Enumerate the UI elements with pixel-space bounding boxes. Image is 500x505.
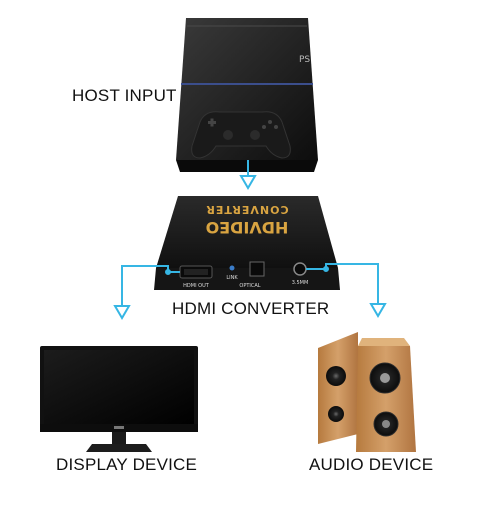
arrow-host-to-converter: [239, 160, 257, 190]
svg-text:PS: PS: [299, 55, 310, 65]
hdmi-converter-device-icon: HDVIDEO CONVERTER HDMI OUT LINK OPTICAL …: [154, 196, 340, 290]
device-brand-line2: CONVERTER: [205, 203, 288, 216]
optical-port-icon: [249, 261, 265, 277]
host-input-label: HOST INPUT: [72, 86, 177, 105]
audio-device-label: AUDIO DEVICE: [309, 455, 434, 474]
display-device-label: DISPLAY DEVICE: [56, 455, 198, 474]
link-led-icon: [229, 265, 235, 271]
connector-audio-to-speakers: [306, 263, 387, 318]
gamepad-icon: [191, 111, 291, 159]
port-optical-label: OPTICAL: [239, 283, 260, 289]
connector-hdmi-to-display: [113, 265, 180, 320]
hdmi-converter-label: HDMI CONVERTER: [172, 299, 330, 318]
audio-jack-icon: [293, 262, 307, 276]
port-link-label: LINK: [226, 275, 238, 281]
speakers-icon: [318, 332, 416, 452]
port-hdmi-label: HDMI OUT: [183, 283, 210, 289]
device-brand-line1: HDVIDEO: [206, 218, 289, 237]
monitor-icon: [40, 346, 198, 452]
port-35mm-label: 3.5MM: [292, 280, 309, 286]
